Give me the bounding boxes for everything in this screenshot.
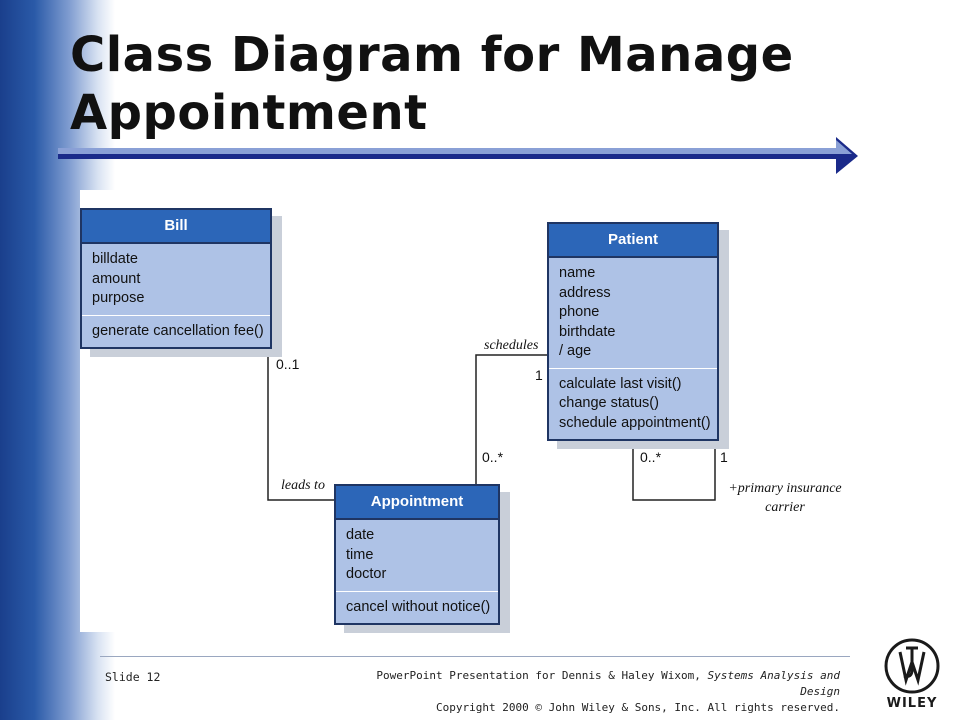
attribute: purpose	[92, 290, 145, 306]
attribute: date	[346, 527, 375, 543]
credit-line-2: Copyright 2000 © John Wiley & Sons, Inc.…	[436, 701, 840, 714]
class-bill-attributes: billdate amount purpose	[82, 244, 270, 316]
attribute: name	[559, 265, 596, 281]
class-appointment-attributes: date time doctor	[336, 520, 498, 592]
class-appointment-name: Appointment	[336, 486, 498, 520]
operation: cancel without notice()	[346, 598, 491, 615]
operation: calculate last visit()	[559, 375, 682, 392]
role-line-1: +primary insurance	[728, 481, 842, 496]
credit-line-1: PowerPoint Presentation for Dennis & Hal…	[340, 668, 840, 700]
class-appointment: Appointment date time doctor cancel with…	[334, 484, 500, 625]
multiplicity-insurance-left: 0..*	[640, 449, 662, 465]
association-label-leads-to: leads to	[281, 478, 325, 493]
attribute: / age	[559, 343, 592, 359]
credit-book-title: Systems Analysis and Design	[707, 669, 840, 698]
attribute: birthdate	[559, 323, 616, 340]
operation: change status()	[559, 395, 659, 411]
wiley-logo-icon	[884, 638, 940, 694]
multiplicity-bill: 0..1	[276, 356, 300, 372]
class-patient-operations: calculate last visit() change status() s…	[549, 369, 717, 440]
role-line-2: carrier	[765, 500, 805, 515]
class-bill-name: Bill	[82, 210, 270, 244]
class-patient: Patient name address phone birthdate / a…	[547, 222, 719, 441]
attribute: billdate	[92, 251, 138, 267]
credit-prefix: PowerPoint Presentation for Dennis & Hal…	[376, 669, 708, 682]
multiplicity-appointment: 0..*	[482, 449, 504, 465]
class-bill-operations: generate cancellation fee()	[82, 316, 270, 348]
association-label-schedules: schedules	[484, 338, 539, 353]
publisher-name: WILEY	[886, 696, 938, 711]
multiplicity-insurance-right: 1	[720, 449, 728, 465]
attribute: doctor	[346, 566, 387, 582]
class-patient-attributes: name address phone birthdate / age	[549, 258, 717, 369]
footer-credit: PowerPoint Presentation for Dennis & Hal…	[340, 668, 840, 716]
class-patient-name: Patient	[549, 224, 717, 258]
title-line-1: Class Diagram for Manage	[70, 27, 794, 83]
attribute: phone	[559, 304, 600, 320]
class-bill: Bill billdate amount purpose generate ca…	[80, 208, 272, 349]
attribute: address	[559, 284, 611, 301]
operation: generate cancellation fee()	[92, 322, 264, 339]
class-appointment-operations: cancel without notice()	[336, 592, 498, 624]
attribute: amount	[92, 270, 141, 287]
slide-title: Class Diagram for Manage Appointment	[70, 26, 930, 142]
multiplicity-patient: 1	[535, 367, 543, 383]
title-line-2: Appointment	[70, 85, 428, 141]
attribute: time	[346, 546, 374, 563]
association-label-primary-insurance: +primary insurance carrier	[727, 481, 843, 516]
operation: schedule appointment()	[559, 414, 711, 431]
footer-divider	[100, 656, 850, 657]
title-underline-arrow	[58, 137, 858, 174]
slide-number: Slide 12	[105, 670, 161, 684]
